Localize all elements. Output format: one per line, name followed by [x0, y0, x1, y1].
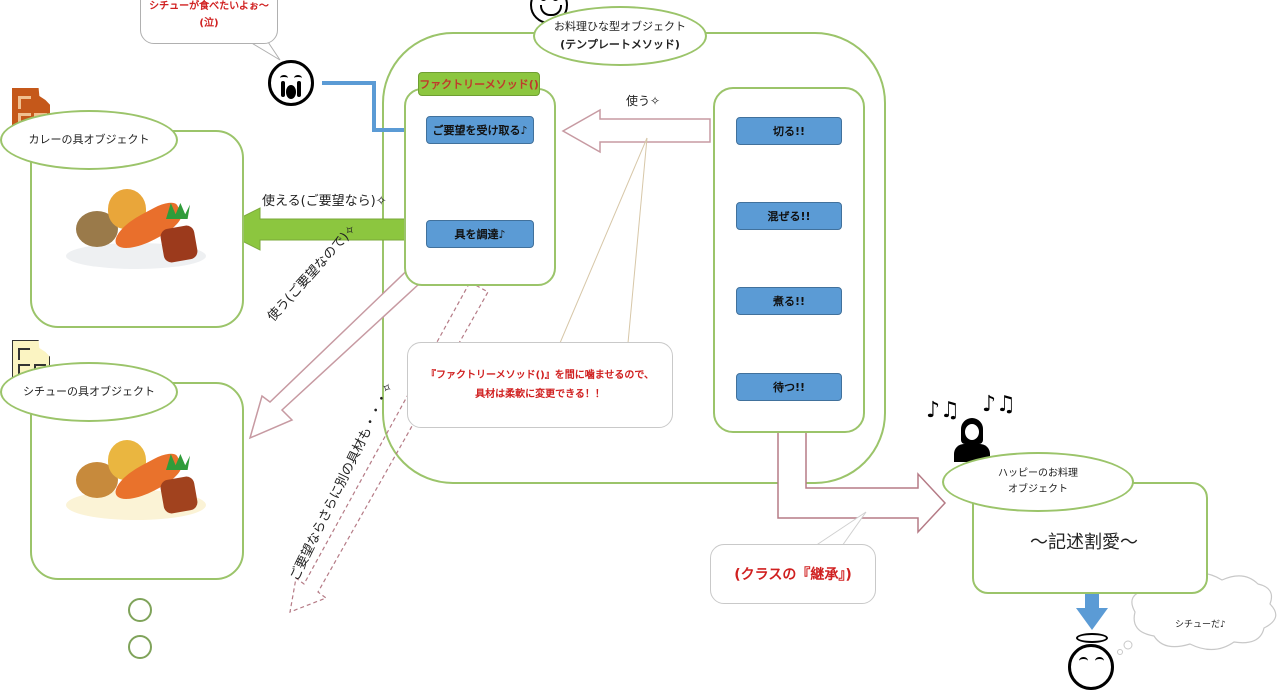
crying-face-icon [268, 60, 314, 106]
inheritance-arrow [777, 414, 947, 534]
factory-note: 『ファクトリーメソッド()』を間に噛ませるので、具材は柔軟に変更できる！！ [407, 342, 673, 428]
template-object-subtitle: (テンプレートメソッド) [560, 38, 680, 51]
speech-line1: シチューが食べたいよぉ〜 [149, 1, 269, 12]
speech-tail [248, 41, 281, 61]
halo-icon [1076, 633, 1108, 643]
note-pointer-line [627, 137, 648, 344]
person-icon [954, 418, 990, 462]
more-ingredients-arrow [289, 281, 489, 613]
speech-line2: (泣) [199, 18, 219, 29]
template-step-wait: 待つ!! [736, 373, 842, 401]
curry-object-label: カレーの具オブジェクト [0, 110, 178, 170]
factory-step-procure: 具を調達♪ [426, 220, 534, 248]
template-object-title: お料理ひな型オブジェクト [554, 20, 686, 34]
speech-bubble: シチューが食べたいよぉ〜 (泣) [140, 0, 278, 44]
vegetables-image [66, 436, 206, 526]
angel-face-icon [1068, 644, 1114, 690]
music-notes-icon: ♪♫ [982, 392, 1016, 417]
stew-thought-text: シチューだ♪ [1175, 620, 1226, 630]
use-because-arrow [248, 256, 434, 440]
use-arrow [561, 108, 711, 154]
dot-circle [128, 635, 152, 659]
happy-object-label: ハッピーのお料理 オブジェクト [942, 452, 1134, 512]
vegetables-image [66, 185, 206, 275]
template-step-mix: 混ぜる!! [736, 202, 842, 230]
template-step-boil: 煮る!! [736, 287, 842, 315]
dot-circle [128, 598, 152, 622]
use-label: 使う✧ [626, 94, 661, 108]
request-connector [322, 81, 418, 132]
usable-label: 使える(ご要望なら)✧ [262, 194, 387, 209]
factory-method-tag: ファクトリーメソッド() [418, 72, 540, 96]
sparkle-icon: ✧ [375, 194, 387, 209]
note-pointer-line [559, 137, 648, 344]
stew-object-label: シチューの具オブジェクト [0, 362, 178, 422]
music-notes-icon: ♪♫ [926, 398, 960, 423]
result-arrow-head [1076, 608, 1108, 630]
factory-step-receive: ご要望を受け取る♪ [426, 116, 534, 144]
inheritance-note: (クラスの『継承』) [710, 544, 876, 604]
template-object-label: お料理ひな型オブジェクト (テンプレートメソッド) [533, 6, 707, 66]
sparkle-icon: ✧ [650, 94, 661, 108]
happy-object-body: 〜記述割愛〜 [1030, 532, 1138, 553]
template-step-cut: 切る!! [736, 117, 842, 145]
